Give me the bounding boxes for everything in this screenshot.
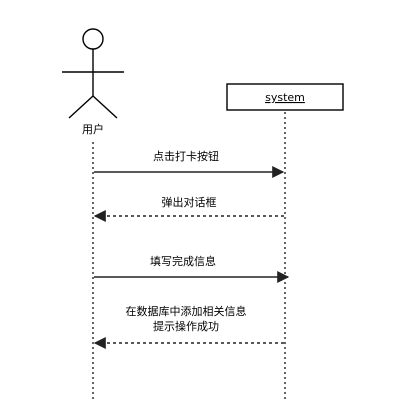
system-box bbox=[226, 83, 344, 111]
message-1-label: 点击打卡按钮 bbox=[153, 149, 219, 163]
system-label: system bbox=[265, 91, 305, 104]
message-1: 点击打卡按钮 bbox=[94, 149, 285, 178]
actor-left-leg bbox=[68, 95, 94, 119]
actor-figure bbox=[62, 28, 124, 119]
message-3: 填写完成信息 bbox=[94, 254, 290, 283]
message-4-label-line-2: 提示操作成功 bbox=[153, 319, 219, 333]
message-2-label: 弹出对话框 bbox=[162, 195, 217, 209]
actor-right-leg bbox=[92, 95, 118, 119]
actor-label: 用户 bbox=[82, 122, 104, 136]
message-2: 弹出对话框 bbox=[93, 195, 284, 222]
message-3-label: 填写完成信息 bbox=[150, 254, 216, 268]
message-4: 在数据库中添加相关信息 提示操作成功 bbox=[93, 304, 284, 349]
actor-head bbox=[82, 28, 104, 50]
message-4-label-line-1: 在数据库中添加相关信息 bbox=[126, 304, 247, 318]
